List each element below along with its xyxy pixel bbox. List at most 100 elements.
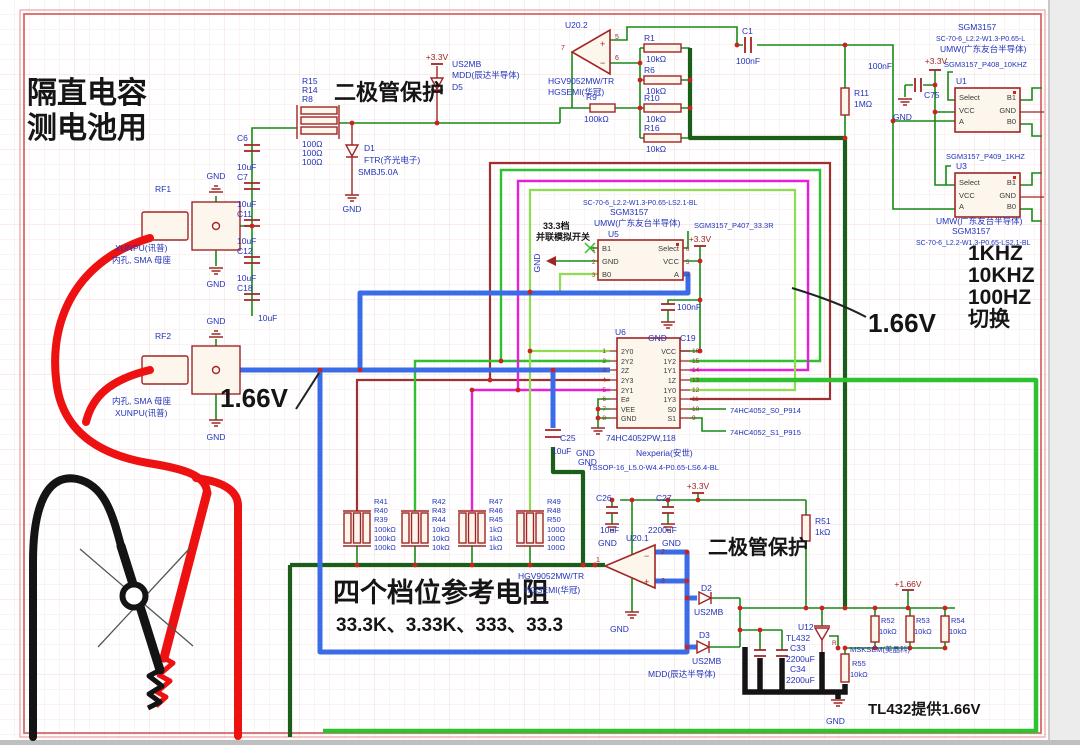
rf2-designator: RF2 [155, 331, 171, 341]
gnd-label: GND [662, 538, 681, 548]
pin-name: B1 [602, 244, 611, 253]
gnd-label-vertical: GND [532, 254, 542, 273]
junction-dot [550, 367, 556, 373]
cap-ref: C19 [680, 333, 696, 343]
junction-dot [890, 118, 896, 124]
chip-designator: U3 [956, 161, 967, 171]
junction-dot [527, 289, 533, 295]
res-value: 1kΩ [489, 525, 503, 534]
chip-part: SGM3157 [958, 22, 997, 32]
res-ref: R42 [432, 497, 446, 506]
diode-d5 [429, 66, 445, 123]
res-ref: R43 [432, 506, 446, 515]
res-value: 10kΩ [432, 534, 450, 543]
chip-u1 [954, 87, 1021, 133]
junction-dot [595, 406, 601, 412]
res-ref: R55 [852, 659, 866, 668]
black-clip-jaw [146, 667, 165, 711]
gnd-symbol [209, 330, 223, 338]
res-value: 1kΩ [489, 534, 503, 543]
bus-dark-green [287, 48, 848, 737]
page-edge-right [1050, 0, 1080, 745]
pin-number: 6 [602, 396, 606, 403]
gnd-label: GND [343, 204, 362, 214]
res-r9 [589, 103, 616, 113]
opamp-u20-2 [570, 28, 611, 76]
kelvin-contact [119, 581, 149, 611]
junction-dot [695, 497, 701, 503]
rf2-socket [191, 345, 241, 395]
diode-ref: D3 [699, 630, 710, 640]
gnd-label: GND [893, 112, 912, 122]
ann-10khz: 10KHZ [968, 264, 1035, 287]
res-value: 100Ω [547, 543, 566, 552]
bus-bright-green [323, 377, 1039, 734]
red-clip-body [159, 488, 212, 663]
pin-number: 7 [561, 45, 565, 52]
pin-number: 8 [602, 415, 606, 422]
res-ref: R50 [547, 515, 561, 524]
res-value: 100kΩ [584, 114, 609, 124]
pin-number: 1 [602, 348, 606, 355]
gnd-symbol [209, 419, 223, 427]
chip-footprint: TSSOP-16_L5.0-W4.4-P0.65-LS6.4-BL [588, 463, 719, 472]
res-r53 [905, 615, 915, 643]
pin-name: A [674, 270, 679, 279]
pin-name: Select [959, 178, 981, 187]
ann-analog-switch: 并联模拟开关 [536, 231, 590, 242]
rf1-socket [191, 201, 241, 251]
res-value: 100Ω [302, 139, 323, 149]
chip-part: SGM3157 [952, 226, 991, 236]
res-value: 10kΩ [646, 114, 666, 124]
res-ref: R47 [489, 497, 503, 506]
junction-dot [580, 562, 586, 568]
chip-u5 [597, 239, 684, 281]
res-r51 [801, 514, 811, 542]
pin-name: 2Y3 [621, 378, 634, 385]
pin-name: 2Y2 [621, 359, 634, 366]
pin-name: VEE [621, 407, 635, 414]
diode-brand: FTR(齐光电子) [364, 155, 420, 165]
junction-dot [687, 77, 693, 83]
pointer-166v-right [791, 287, 867, 318]
ann-100hz: 100HZ [968, 286, 1031, 309]
junction-dot [872, 645, 878, 651]
junction-dot [487, 377, 493, 383]
rf2-center [211, 365, 221, 375]
pin-name: A [959, 202, 964, 211]
res-value: 100kΩ [374, 534, 396, 543]
cap-value: 10uF [600, 525, 619, 535]
gnd-label: GND [598, 538, 617, 548]
gnd-label: GND [578, 457, 597, 467]
pin-number: 5 [686, 260, 690, 266]
pin-name: GND [602, 257, 619, 266]
cap-ref: C7 [237, 172, 248, 182]
chip-brand: Nexperia(安世) [636, 448, 693, 458]
pin-number: 9 [692, 415, 696, 422]
pin-name: B0 [1007, 117, 1016, 126]
res-value: 100kΩ [374, 543, 396, 552]
res-ref: R51 [815, 516, 831, 526]
junction-dot [349, 120, 355, 126]
junction-dot [842, 605, 848, 611]
res-ref: R40 [374, 506, 388, 515]
res-value: 10kΩ [879, 627, 897, 636]
gnd-symbol [591, 427, 605, 435]
title-line1: 隔直电容 [27, 77, 147, 110]
pin-name: B0 [602, 270, 611, 279]
cap-ref: C1 [742, 26, 753, 36]
pin-name: 1Y1 [664, 368, 677, 375]
res-ref: R45 [489, 515, 503, 524]
junction-dot [629, 497, 635, 503]
pin-name: VCC [661, 349, 676, 356]
cap-value: 100nF [736, 56, 760, 66]
pin-name: 1Z [668, 378, 677, 385]
ann-333-gear: 33.3档 [543, 220, 570, 231]
net-label: SGM3157_P409_1KHZ [946, 152, 1025, 161]
pin-name: R [832, 640, 837, 647]
res-ref: R41 [374, 497, 388, 506]
chip-designator: U5 [608, 229, 619, 239]
power-label: +3.3V [687, 481, 710, 491]
res-ref: R10 [644, 93, 660, 103]
ann-switch: 切换 [968, 307, 1011, 331]
